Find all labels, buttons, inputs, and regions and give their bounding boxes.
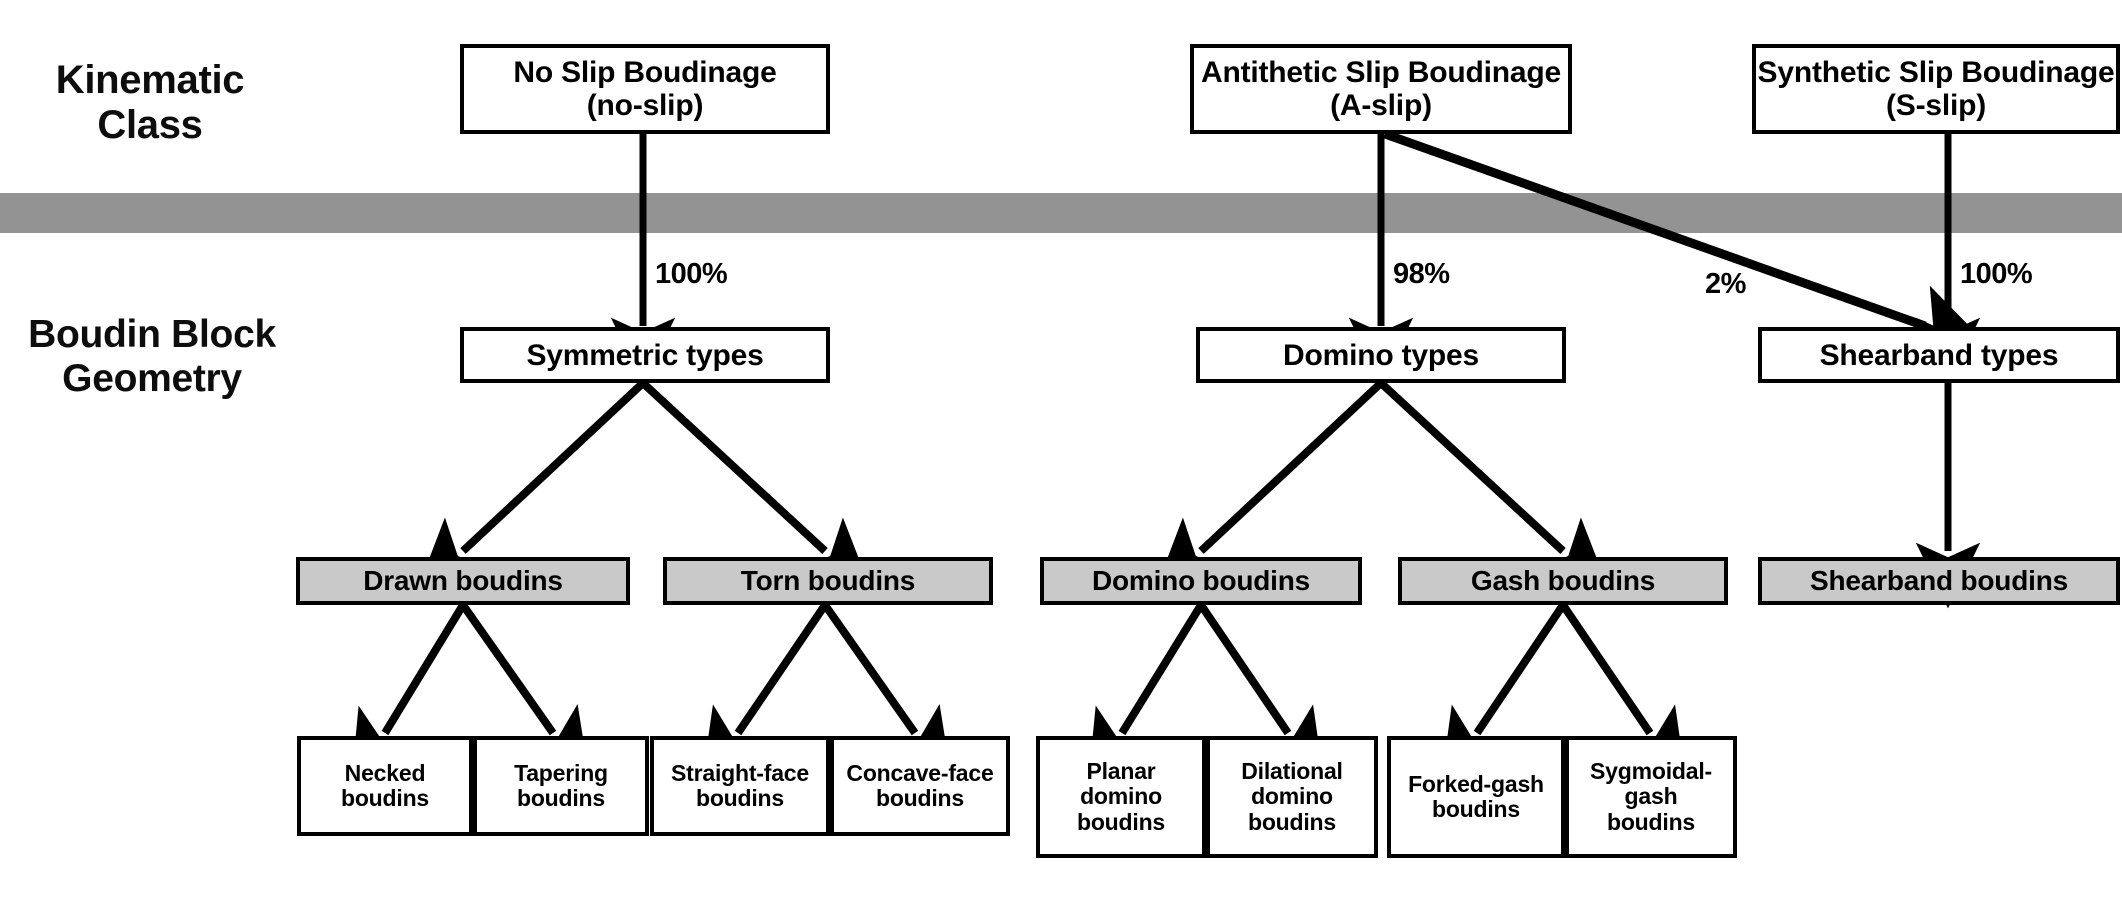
box-straight-face-boudins[interactable]: Straight-face boudins xyxy=(650,736,830,836)
connector-symmetric-to-torn xyxy=(640,380,874,596)
connector-domino-to-dominoboudins xyxy=(1153,380,1384,596)
shear-zone-band xyxy=(0,193,2122,233)
box-necked-boudins[interactable]: Necked boudins xyxy=(297,736,473,836)
box-antithetic-slip-boudinage[interactable]: Antithetic Slip Boudinage (A-slip) xyxy=(1190,44,1572,134)
box-synthetic-slip-boudinage[interactable]: Synthetic Slip Boudinage (S-slip) xyxy=(1752,44,2120,134)
connector-torn-to-straightface xyxy=(701,602,829,788)
connector-gash-to-sygmoidal xyxy=(1559,602,1687,788)
percent-label-a-slip-domino: 98% xyxy=(1393,258,1450,290)
box-forked-gash-boudins[interactable]: Forked-gash boudins xyxy=(1387,736,1565,858)
box-planar-domino-boudins[interactable]: Planar domino boudins xyxy=(1036,736,1206,858)
percent-label-s-slip-shearband: 100% xyxy=(1960,258,2033,290)
connector-gash-to-forked xyxy=(1440,602,1567,788)
box-dilational-domino-boudins[interactable]: Dilational domino boudins xyxy=(1206,736,1378,858)
box-domino-boudins[interactable]: Domino boudins xyxy=(1040,557,1362,605)
box-tapering-boudins[interactable]: Tapering boudins xyxy=(473,736,649,836)
box-gash-boudins[interactable]: Gash boudins xyxy=(1398,557,1728,605)
connector-torn-to-concaveface xyxy=(821,602,953,787)
percent-label-no-slip: 100% xyxy=(655,258,728,290)
box-shearband-types[interactable]: Shearband types xyxy=(1758,327,2120,383)
connector-symmetric-to-drawn xyxy=(415,380,646,596)
box-domino-types[interactable]: Domino types xyxy=(1196,327,1566,383)
connector-drawn-to-tapering xyxy=(459,602,591,787)
box-drawn-boudins[interactable]: Drawn boudins xyxy=(296,557,630,605)
box-concave-face-boudins[interactable]: Concave-face boudins xyxy=(830,736,1010,836)
box-no-slip-boudinage[interactable]: No Slip Boudinage (no-slip) xyxy=(460,44,830,134)
connector-drawn-to-necked xyxy=(350,602,467,790)
percent-label-a-slip-shearband: 2% xyxy=(1705,268,1746,300)
connector-dominoboudins-to-dilational xyxy=(1197,602,1325,788)
row-label-kinematic-class: Kinematic Class xyxy=(55,58,245,147)
box-shearband-boudins[interactable]: Shearband boudins xyxy=(1758,557,2120,605)
connector-domino-to-gash xyxy=(1378,380,1612,596)
box-torn-boudins[interactable]: Torn boudins xyxy=(663,557,993,605)
box-symmetric-types[interactable]: Symmetric types xyxy=(460,327,830,383)
row-label-boudin-block-geometry: Boudin Block Geometry xyxy=(28,313,276,400)
connector-dominoboudins-to-planar xyxy=(1087,602,1205,789)
box-sygmoidal-gash-boudins[interactable]: Sygmoidal- gash boudins xyxy=(1565,736,1737,858)
connector-aslip-to-shearband xyxy=(1383,129,1993,361)
